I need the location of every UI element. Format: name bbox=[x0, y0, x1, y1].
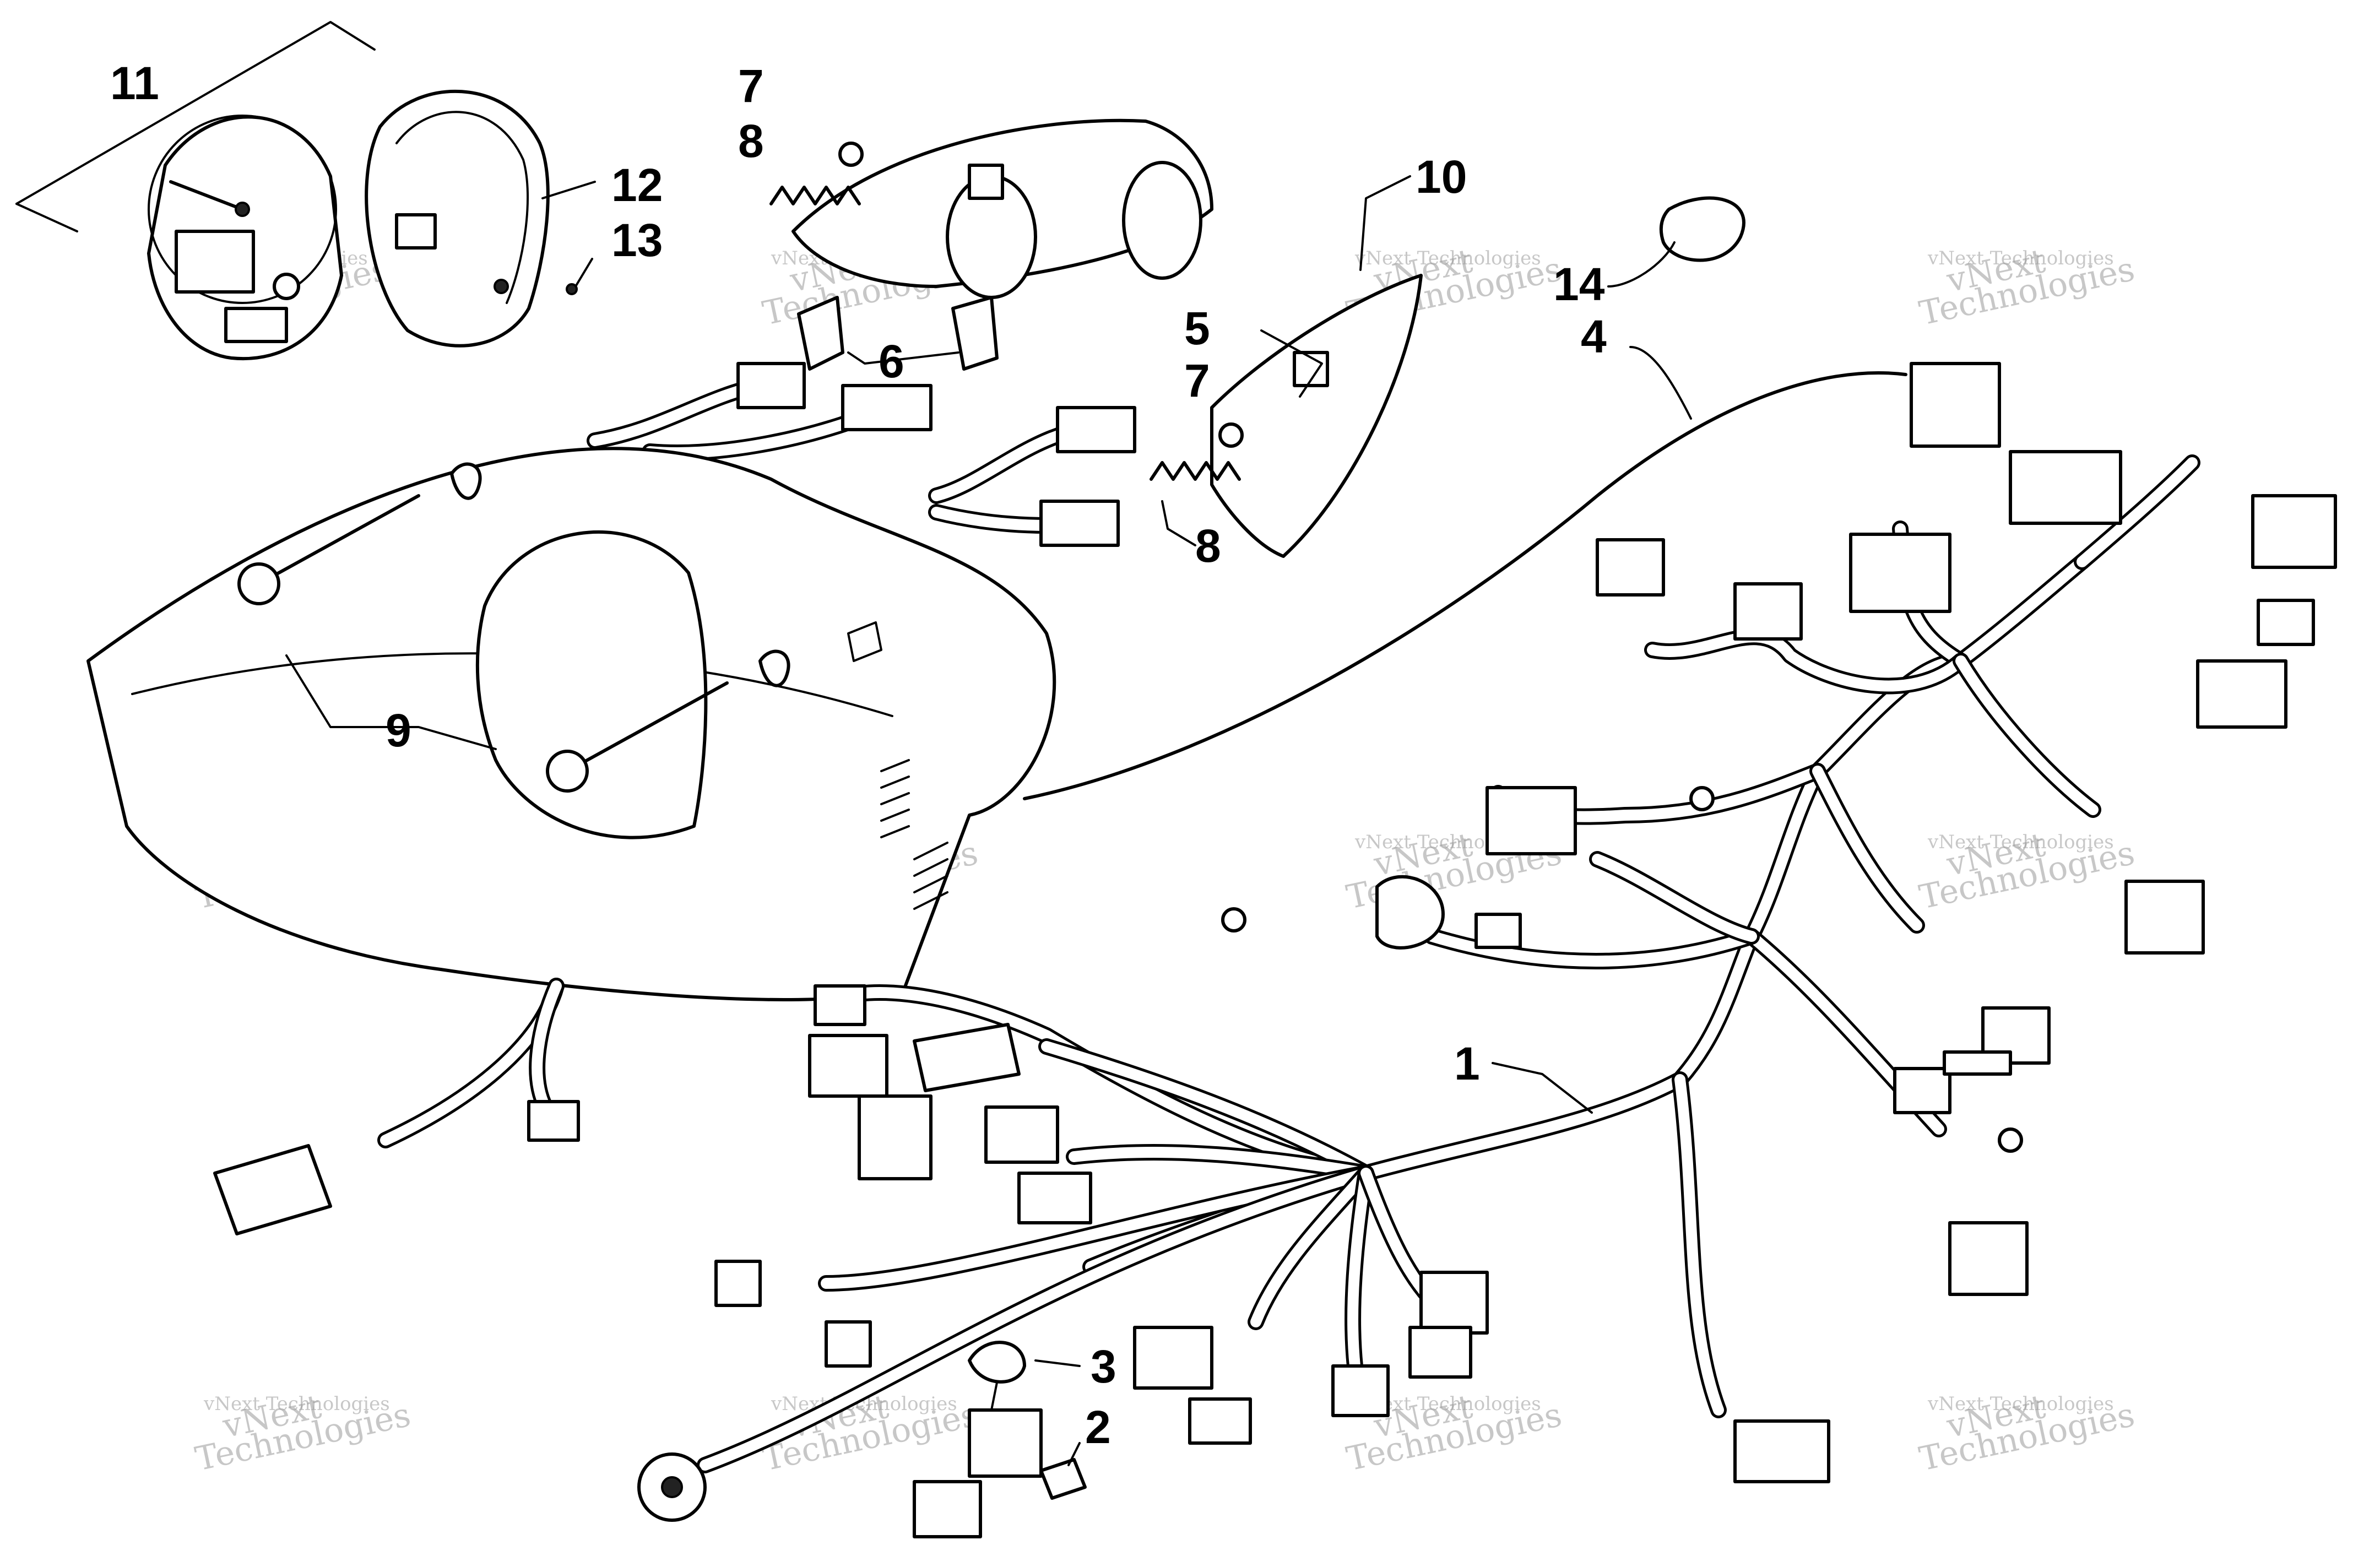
svg-text:vNext Technologies: vNext Technologies bbox=[1927, 247, 2114, 269]
headlight-reflector-upper bbox=[791, 118, 1213, 299]
hood-nacelle bbox=[86, 371, 1907, 1001]
connector bbox=[1133, 1326, 1213, 1390]
callout-8-lower: 8 bbox=[1195, 520, 1221, 572]
connector bbox=[1893, 1067, 1951, 1114]
watermark: vNext Technologies vNext Technologies bbox=[1916, 826, 2138, 917]
spade-terminal bbox=[714, 1260, 762, 1307]
leader-line-1 bbox=[1492, 1062, 1593, 1114]
connector bbox=[1331, 1364, 1390, 1417]
connector bbox=[1733, 582, 1803, 641]
connector bbox=[2009, 450, 2122, 525]
fuse-holder bbox=[968, 1408, 1043, 1478]
leader-line-6 bbox=[847, 351, 959, 365]
leader-line-14 bbox=[1607, 241, 1676, 288]
connector bbox=[984, 1105, 1059, 1164]
mounting-knob-lower bbox=[546, 649, 790, 793]
callout-4: 4 bbox=[1581, 311, 1607, 362]
connector bbox=[1486, 786, 1577, 855]
leader-line-3 bbox=[1034, 1359, 1081, 1367]
connector bbox=[2196, 659, 2287, 729]
ring-terminal bbox=[1998, 1127, 2023, 1153]
hood-harness bbox=[213, 978, 580, 1235]
connector bbox=[1733, 1419, 1830, 1483]
callout-14: 14 bbox=[1553, 258, 1605, 310]
connector bbox=[1474, 913, 1522, 949]
bracket-11 bbox=[15, 21, 376, 205]
bullet-terminal bbox=[1943, 1050, 2012, 1076]
callout-6: 6 bbox=[879, 335, 904, 387]
nut-7-upper bbox=[838, 142, 864, 167]
connector bbox=[858, 1094, 933, 1180]
connector-4-main bbox=[1910, 362, 2001, 448]
ring-terminal bbox=[1689, 786, 1715, 811]
callout-12: 12 bbox=[611, 159, 663, 211]
callout-11: 11 bbox=[110, 57, 159, 109]
leader-line-5 bbox=[1260, 329, 1323, 398]
connector bbox=[2257, 599, 2315, 646]
fuse-box-connector bbox=[913, 1480, 982, 1538]
connector bbox=[814, 984, 866, 1026]
svg-text:vNext Technologies: vNext Technologies bbox=[1354, 247, 1541, 269]
ignition-switch-hole bbox=[661, 1476, 683, 1498]
callout-2: 2 bbox=[1085, 1401, 1111, 1453]
connector bbox=[1017, 1172, 1092, 1224]
adjuster-spring-upper bbox=[769, 186, 861, 205]
leader-line-13 bbox=[574, 258, 593, 288]
svg-text:vNext Technologies: vNext Technologies bbox=[203, 1393, 390, 1415]
nut-7-lower bbox=[1218, 422, 1244, 448]
cap-3 bbox=[968, 1341, 1026, 1384]
svg-text:vNext Technologies: vNext Technologies bbox=[1927, 831, 2114, 853]
cap-3-stem bbox=[990, 1381, 998, 1411]
connector bbox=[1419, 1271, 1489, 1335]
callout-3: 3 bbox=[1091, 1341, 1116, 1392]
callout-13: 13 bbox=[611, 214, 663, 266]
adjuster-spring-lower bbox=[1150, 461, 1241, 481]
svg-text:vNext Technologies: vNext Technologies bbox=[1927, 1393, 2114, 1415]
spade-terminal bbox=[825, 1320, 872, 1368]
connector bbox=[1849, 533, 1951, 613]
callout-1: 1 bbox=[1454, 1038, 1480, 1089]
connector bbox=[2124, 880, 2205, 955]
screw-13 bbox=[566, 283, 578, 295]
speedometer-gauge bbox=[147, 115, 343, 361]
gauge-housing bbox=[365, 89, 550, 348]
connector bbox=[1596, 538, 1665, 597]
leader-line-8-lower bbox=[1161, 500, 1196, 546]
connector bbox=[1948, 1221, 2029, 1296]
leader-line-10 bbox=[1359, 175, 1411, 271]
connector bbox=[2251, 494, 2337, 569]
callout-9: 9 bbox=[386, 704, 411, 756]
fuse-2 bbox=[1039, 1458, 1087, 1500]
watermark: vNext Technologies vNext Technologies bbox=[1916, 1387, 2138, 1479]
headlight-reflector-lower bbox=[1210, 274, 1423, 558]
mounting-knob-upper bbox=[237, 462, 482, 605]
connector bbox=[1188, 1397, 1252, 1445]
callout-8-upper: 8 bbox=[738, 115, 764, 167]
callout-7-upper: 7 bbox=[738, 60, 764, 112]
leader-line-9 bbox=[285, 654, 497, 750]
connector bbox=[913, 1023, 1021, 1092]
headlight-bulb bbox=[797, 296, 999, 371]
clip-14 bbox=[1659, 196, 1745, 262]
callout-7-lower: 7 bbox=[1184, 355, 1210, 406]
callout-10: 10 bbox=[1416, 151, 1467, 203]
capacitor bbox=[1375, 875, 1445, 950]
bracket-11-tail bbox=[15, 203, 78, 232]
connector bbox=[808, 1034, 888, 1098]
ring-terminal bbox=[1221, 907, 1246, 932]
leader-line-12 bbox=[541, 181, 596, 199]
watermark: vNext Technologies vNext Technologies bbox=[192, 1387, 414, 1479]
connector bbox=[1408, 1326, 1472, 1379]
leader-line-2 bbox=[1067, 1442, 1081, 1466]
leader-line-4 bbox=[1629, 346, 1692, 420]
callout-5: 5 bbox=[1184, 302, 1210, 354]
watermark: vNext Technologies vNext Technologies bbox=[1916, 242, 2138, 333]
